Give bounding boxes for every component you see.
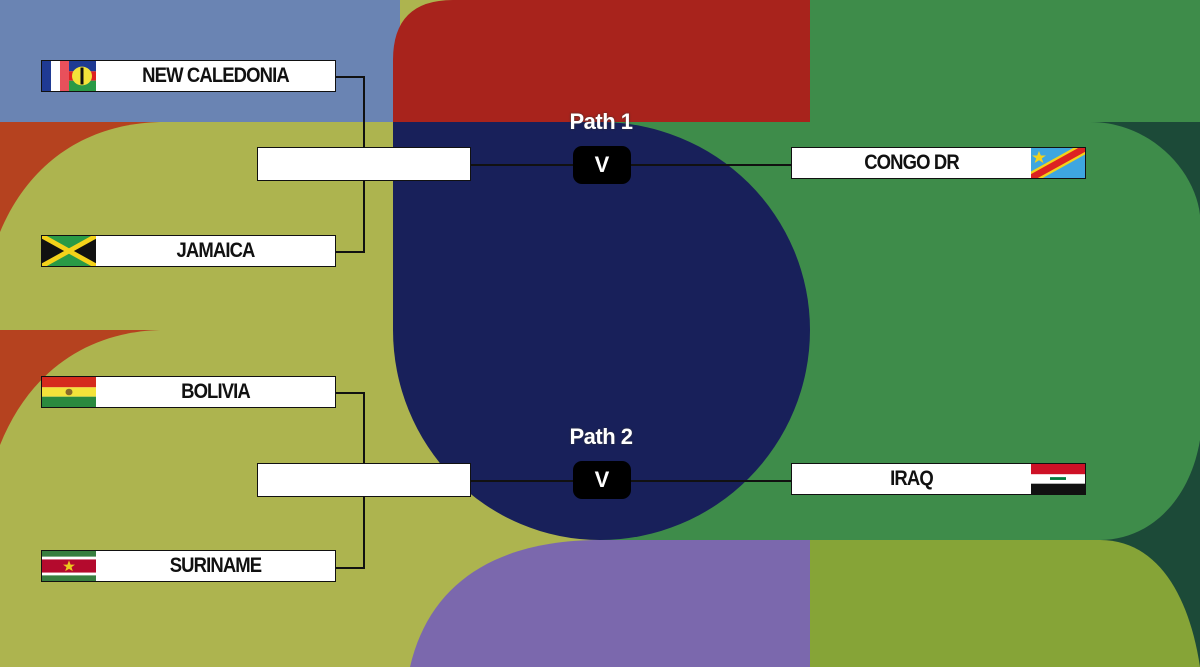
connector bbox=[471, 480, 792, 482]
team-jamaica: JAMAICA bbox=[41, 235, 336, 267]
team-name: NEW CALEDONIA bbox=[142, 64, 290, 87]
jamaica-flag-icon bbox=[42, 236, 96, 266]
new-caledonia-flag-icon bbox=[42, 61, 96, 91]
team-name: SURINAME bbox=[169, 554, 262, 577]
path-label: Path 2 bbox=[569, 424, 633, 449]
bolivia-flag-icon bbox=[42, 377, 96, 407]
path-label: Path 1 bbox=[569, 109, 633, 134]
congo-dr-flag-icon bbox=[1031, 148, 1085, 178]
connector bbox=[335, 76, 365, 78]
team-name: IRAQ bbox=[890, 467, 934, 490]
semi-winner-slot bbox=[257, 463, 471, 497]
vs-badge: V bbox=[573, 146, 631, 184]
team-name: BOLIVIA bbox=[181, 380, 251, 403]
connector bbox=[335, 251, 365, 253]
semi-winner-slot bbox=[257, 147, 471, 181]
connector bbox=[471, 164, 792, 166]
team-name: CONGO DR bbox=[864, 151, 959, 174]
vs-badge: V bbox=[573, 461, 631, 499]
team-suriname: SURINAME bbox=[41, 550, 336, 582]
connector bbox=[335, 567, 365, 569]
team-name: JAMAICA bbox=[176, 239, 255, 262]
team-congo-dr: CONGO DR bbox=[791, 147, 1086, 179]
suriname-flag-icon bbox=[42, 551, 96, 581]
iraq-flag-icon bbox=[1031, 464, 1085, 494]
team-new-caledonia: NEW CALEDONIA bbox=[41, 60, 336, 92]
team-bolivia: BOLIVIA bbox=[41, 376, 336, 408]
connector bbox=[335, 392, 365, 394]
team-iraq: IRAQ bbox=[791, 463, 1086, 495]
